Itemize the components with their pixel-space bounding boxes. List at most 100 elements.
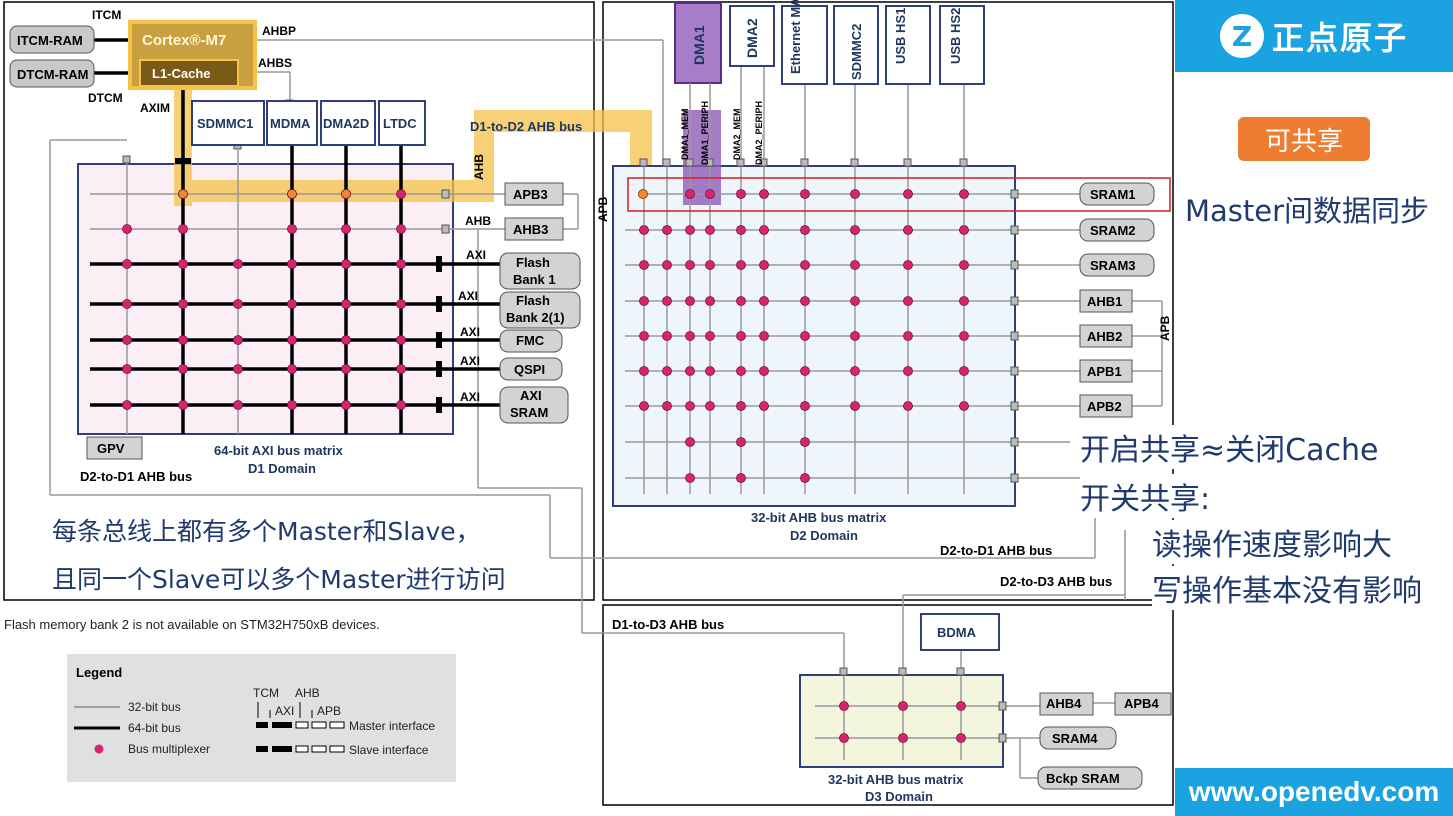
mux-dot [233, 299, 243, 309]
dtcm-ram [9, 59, 95, 88]
d1-axi-matrix [77, 163, 454, 435]
d1-masters: SDMMC1 MDMA DMA2D LTDC [191, 100, 426, 146]
legend-apb: APB [317, 704, 341, 718]
mux-dot [341, 364, 351, 374]
mux-dot [705, 401, 715, 411]
legend-master-if: Master interface [349, 719, 435, 733]
mux-dot [959, 331, 969, 341]
axi-label-2: AXI [458, 289, 478, 303]
mux-dot [178, 224, 188, 234]
note-bus-2: 且同一个Slave可以多个Master进行访问 [52, 560, 506, 596]
d1-ahb-vert-label: AHB [472, 154, 486, 180]
mux-dot [759, 189, 769, 199]
mux-dot [396, 364, 406, 374]
mux-dot [800, 401, 810, 411]
mux-dot [122, 400, 132, 410]
d2-domain-label: D2 Domain [790, 528, 858, 543]
d3-slaves [1037, 692, 1172, 790]
mux-dot [178, 259, 188, 269]
master-sdmmc2: SDMMC2 [849, 24, 864, 80]
note-share-4: 写操作基本没有影响 [1152, 566, 1422, 610]
flash2-line2: Bank 2(1) [506, 310, 565, 325]
mux-dot [685, 366, 695, 376]
d3-matrix-title: 32-bit AHB bus matrix [828, 772, 964, 787]
mux-dot [341, 299, 351, 309]
mux-dot [233, 335, 243, 345]
mux-dot [800, 473, 810, 483]
mux-dot [759, 225, 769, 235]
mux-dot [705, 366, 715, 376]
mux-dot [287, 299, 297, 309]
mux-dot [903, 189, 913, 199]
mux-dot [759, 401, 769, 411]
legend-mux: Bus multiplexer [128, 742, 210, 756]
mux-dot [736, 296, 746, 306]
mux-dot [178, 335, 188, 345]
mux-dot [233, 259, 243, 269]
itcm-ram-label: ITCM-RAM [17, 33, 83, 48]
mux-dot [736, 225, 746, 235]
mux-dot [341, 259, 351, 269]
mux-dot [685, 189, 695, 199]
mux-dot [341, 224, 351, 234]
d3-domain-frame [602, 604, 1174, 806]
brand-logo-icon: Z [1219, 14, 1264, 58]
axi-label-3: AXI [460, 325, 480, 339]
d1-domain-label: D1 Domain [248, 461, 316, 476]
master-mdma: MDMA [270, 116, 311, 131]
mux-dot [959, 260, 969, 270]
mux-dot [639, 296, 649, 306]
mux-dot [759, 260, 769, 270]
mux-dot [705, 225, 715, 235]
port-dma2-periph: DMA2_PERIPH [754, 101, 764, 165]
dtcm-label: DTCM [88, 91, 123, 105]
mux-dot [639, 401, 649, 411]
mux-dot [396, 299, 406, 309]
d2-highlight-mux [638, 189, 648, 199]
d1-matrix-title: 64-bit AXI bus matrix [214, 443, 344, 458]
mux-dot [287, 400, 297, 410]
legend-box [67, 654, 456, 782]
slave-ahb1: AHB1 [1087, 294, 1122, 309]
legend-64bit: 64-bit bus [128, 721, 181, 735]
shareable-badge: 可共享 [1238, 117, 1370, 161]
footnote: Flash memory bank 2 is not available on … [4, 617, 380, 632]
mux-dot [736, 260, 746, 270]
mux-dot [959, 189, 969, 199]
mux-dot [287, 259, 297, 269]
mux-dot [759, 366, 769, 376]
mux-dot [736, 437, 746, 447]
slave-bckp-sram: Bckp SRAM [1046, 771, 1120, 786]
mux-dot [800, 437, 810, 447]
mux-dot [662, 366, 672, 376]
master-ltdc: LTDC [383, 116, 417, 131]
d2-masters [729, 5, 985, 85]
d3-small-ports [839, 667, 1007, 743]
d3-domain-label: D3 Domain [865, 789, 933, 804]
mux-dot [850, 401, 860, 411]
d1-thick-buses [60, 38, 500, 434]
mux-dot [736, 401, 746, 411]
axim-label: AXIM [140, 101, 170, 115]
website-banner: www.openedv.com [1175, 768, 1453, 816]
master-dma1: DMA1 [691, 25, 707, 65]
mux-dot [850, 225, 860, 235]
d1-mux-dots [122, 189, 406, 410]
brand-header: Z 正点原子 [1175, 0, 1453, 72]
master-dma2d: DMA2D [323, 116, 369, 131]
mux-dot [233, 364, 243, 374]
d1-apb-label: APB [596, 196, 610, 222]
slave-ahb2: AHB2 [1087, 329, 1122, 344]
port-dma2-mem: DMA2_MEM [732, 108, 742, 160]
gpv-label: GPV [97, 441, 125, 456]
d2-domain-frame [602, 1, 1174, 601]
master-dma2: DMA2 [744, 18, 760, 58]
dma1-master [674, 2, 722, 84]
mux-dot [800, 225, 810, 235]
d1-to-d3-label: D1-to-D3 AHB bus [612, 617, 724, 632]
mux-dot [736, 331, 746, 341]
d2-small-ports [639, 158, 1019, 483]
mux-dot [705, 260, 715, 270]
mux-dot [639, 366, 649, 376]
